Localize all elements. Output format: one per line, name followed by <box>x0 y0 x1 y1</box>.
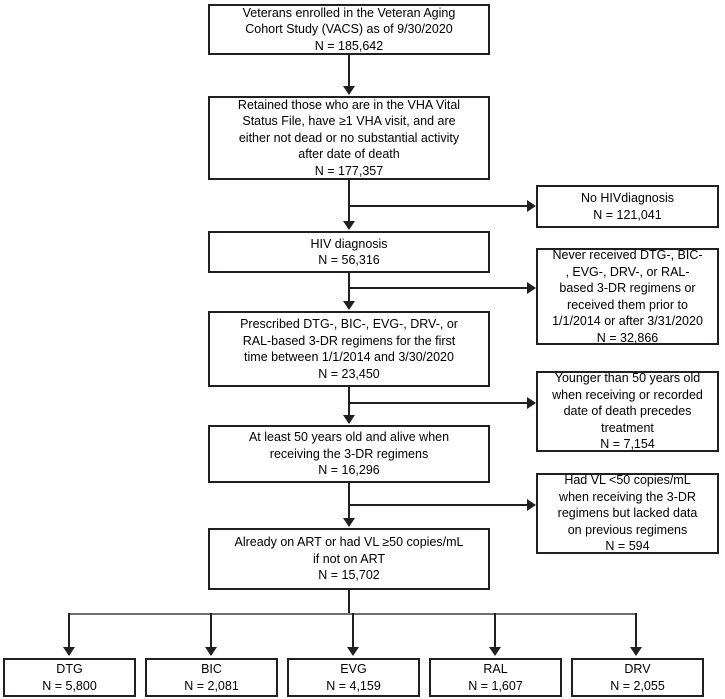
connector-retained-to-hiv <box>348 180 350 222</box>
connector-to-no-hiv-diagnosis <box>348 205 528 207</box>
flow-box-retained: Retained those who are in the VHA Vital … <box>208 96 490 180</box>
connector-bracket-to-drv <box>635 613 637 649</box>
connector-bracket-to-ral <box>494 613 496 649</box>
flow-box-prescribed-3dr: Prescribed DTG-, BIC-, EVG-, DRV-, or RA… <box>208 311 490 387</box>
arrowhead-drv <box>630 647 642 656</box>
exclusion-box-vl-under-50: Had VL <50 copies/mL when receiving the … <box>536 473 719 554</box>
regimen-box-dtg: DTG N = 5,800 <box>3 658 136 697</box>
exclusion-box-vl-under-50-text: Had VL <50 copies/mL when receiving the … <box>557 473 698 554</box>
connector-bracket-to-dtg <box>68 613 70 649</box>
arrowhead-dtg <box>63 647 75 656</box>
flow-box-age-alive-text: At least 50 years old and alive when rec… <box>248 430 450 478</box>
regimen-box-ral: RAL N = 1,607 <box>429 658 562 697</box>
arrowhead-hiv-diagnosis <box>343 221 355 230</box>
arrowhead-evg <box>347 647 359 656</box>
regimen-box-dtg-text: DTG N = 5,800 <box>42 662 97 693</box>
regimen-box-ral-text: RAL N = 1,607 <box>468 662 523 693</box>
regimen-box-bic: BIC N = 2,081 <box>145 658 278 697</box>
exclusion-box-never-received-3dr: Never received DTG-, BIC- , EVG-, DRV-, … <box>536 248 719 345</box>
exclusion-box-never-received-3dr-text: Never received DTG-, BIC- , EVG-, DRV-, … <box>552 248 703 345</box>
arrowhead-prescribed-3dr <box>343 301 355 310</box>
connector-prescribed-to-age <box>348 387 350 416</box>
exclusion-box-younger-than-50: Younger than 50 years old when receiving… <box>536 371 719 452</box>
flow-box-prescribed-3dr-text: Prescribed DTG-, BIC-, EVG-, DRV-, or RA… <box>240 317 458 381</box>
arrowhead-retained <box>343 86 355 95</box>
arrowhead-ral <box>489 647 501 656</box>
connector-art-to-bracket <box>348 590 350 614</box>
flow-box-retained-text: Retained those who are in the VHA Vital … <box>237 97 461 178</box>
connector-to-never-received-3dr <box>348 287 528 289</box>
connector-enrolled-to-retained <box>348 55 350 87</box>
flow-box-enrolled-text: Veterans enrolled in the Veteran Aging C… <box>242 5 456 53</box>
regimen-box-evg: EVG N = 4,159 <box>287 658 420 697</box>
flow-box-age-alive: At least 50 years old and alive when rec… <box>208 425 490 483</box>
flow-box-hiv-diagnosis-text: HIV diagnosis N = 56,316 <box>310 236 388 268</box>
arrowhead-age-alive <box>343 415 355 424</box>
regimen-box-bic-text: BIC N = 2,081 <box>184 662 239 693</box>
flow-box-enrolled: Veterans enrolled in the Veteran Aging C… <box>208 4 490 55</box>
connector-age-to-art <box>348 483 350 519</box>
arrowhead-bic <box>205 647 217 656</box>
exclusion-box-younger-than-50-text: Younger than 50 years old when receiving… <box>552 371 703 452</box>
connector-to-vl-under-50 <box>348 504 528 506</box>
connector-bracket-to-evg <box>352 613 354 649</box>
flow-box-hiv-diagnosis: HIV diagnosis N = 56,316 <box>208 231 490 273</box>
flow-box-art-vl: Already on ART or had VL ≥50 copies/mL i… <box>208 528 490 590</box>
arrowhead-younger-than-50 <box>527 397 536 409</box>
connector-bracket-to-bic <box>210 613 212 649</box>
arrowhead-vl-under-50 <box>527 499 536 511</box>
regimen-box-evg-text: EVG N = 4,159 <box>326 662 381 693</box>
flow-box-art-vl-text: Already on ART or had VL ≥50 copies/mL i… <box>234 535 464 583</box>
regimen-box-drv: DRV N = 2,055 <box>571 658 704 697</box>
regimen-box-drv-text: DRV N = 2,055 <box>610 662 665 693</box>
exclusion-box-no-hiv-diagnosis: No HIVdiagnosis N = 121,041 <box>536 185 719 228</box>
arrowhead-art-vl <box>343 518 355 527</box>
connector-to-younger-than-50 <box>348 402 528 404</box>
exclusion-box-no-hiv-diagnosis-text: No HIVdiagnosis N = 121,041 <box>580 191 675 222</box>
arrowhead-no-hiv-diagnosis <box>527 200 536 212</box>
arrowhead-never-received-3dr <box>527 282 536 294</box>
